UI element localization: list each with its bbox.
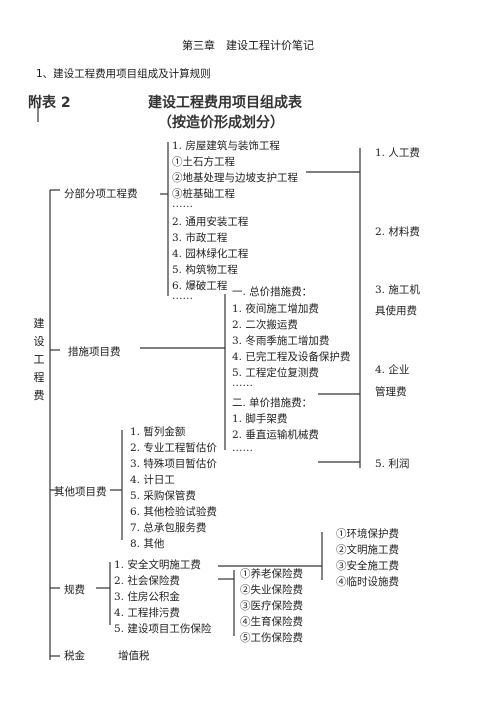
list-item: ⑤工伤保险费: [240, 632, 303, 644]
list-item: ③医疗保险费: [240, 600, 303, 612]
list-item: 5. 构筑物工程: [172, 264, 238, 276]
list-item: 7. 总承包服务费: [130, 522, 207, 534]
list-item: 二. 单价措施费：: [232, 397, 313, 409]
table-tag: 附表 2: [28, 95, 71, 111]
right-item: 管理费: [375, 386, 407, 398]
list-item: 1. 脚手架费: [232, 413, 288, 425]
list-item: ②地基处理与边坡支护工程: [172, 172, 298, 184]
list-item: ……: [232, 442, 253, 454]
list-item: 5. 采购保管费: [130, 490, 196, 502]
right-item: 具使用费: [375, 305, 417, 317]
section-subtitle: 1、建设工程费用项目组成及计算规则: [36, 68, 211, 80]
list-item: 3. 住房公积金: [114, 591, 180, 603]
list-item: 1. 安全文明施工费: [114, 559, 201, 571]
group-label-guifei: 规费: [64, 584, 85, 596]
right-item: 3. 施工机: [375, 284, 420, 296]
list-item: 2. 垂直运输机械费: [232, 429, 319, 441]
list-item: 2. 二次搬运费: [232, 319, 298, 331]
right-item: 2. 材料费: [375, 226, 420, 238]
list-item: ③桩基础工程: [172, 188, 235, 200]
group-label-fenbu: 分部分项工程费: [64, 188, 138, 200]
right-item: 1. 人工费: [375, 147, 420, 159]
list-item: 6. 其他检验试验费: [130, 506, 217, 518]
list-item: ①养老保险费: [240, 568, 303, 580]
group-label-cuoshi: 措施项目费: [68, 346, 121, 358]
list-item: 4. 计日工: [130, 474, 175, 486]
list-item: 1. 夜间施工增加费: [232, 303, 319, 315]
list-item: ……: [172, 290, 193, 302]
list-item: 1. 暂列金额: [130, 426, 186, 438]
list-item: ④临时设施费: [336, 576, 399, 588]
right-item: 5. 利润: [375, 458, 410, 470]
right-item: 4. 企业: [375, 364, 410, 376]
list-item: 8. 其他: [130, 538, 165, 550]
list-item: 4. 已完工程及设备保护费: [232, 351, 351, 363]
list-item: ①土石方工程: [172, 156, 235, 168]
list-item: ④生育保险费: [240, 616, 303, 628]
list-item: ②文明施工费: [336, 544, 399, 556]
list-item: 1. 房屋建筑与装饰工程: [172, 140, 280, 152]
list-item: 一. 总价措施费：: [232, 286, 313, 298]
list-item: 4. 园林绿化工程: [172, 248, 249, 260]
table-subheading: （按造价形成划分）: [158, 115, 284, 131]
table-heading: 建设工程费用项目组成表: [148, 95, 302, 111]
list-item: 2. 通用安装工程: [172, 216, 249, 228]
list-item: 3. 冬雨季施工增加费: [232, 335, 330, 347]
list-item: 5. 建设项目工伤保险: [114, 623, 212, 635]
page-title: 第三章 建设工程计价笔记: [182, 39, 314, 52]
list-item: 2. 专业工程暂估价: [130, 442, 217, 454]
shuijin-item: 增值税: [118, 650, 150, 662]
list-item: 6. 爆破工程: [172, 280, 228, 292]
list-item: ③安全施工费: [336, 560, 399, 572]
list-item: ①环境保护费: [336, 528, 399, 540]
list-item: ……: [172, 198, 193, 210]
group-label-shuijin: 税金: [64, 650, 85, 662]
root-label: 建设工程费: [33, 317, 45, 402]
list-item: 4. 工程排污费: [114, 607, 180, 619]
list-item: 2. 社会保险费: [114, 575, 180, 587]
list-item: ……: [232, 377, 253, 389]
list-item: ②失业保险费: [240, 584, 303, 596]
list-item: 5. 工程定位复测费: [232, 367, 319, 379]
list-item: 3. 市政工程: [172, 232, 228, 244]
list-item: 3. 特殊项目暂估价: [130, 458, 217, 470]
group-label-qita: 其他项目费: [54, 486, 107, 498]
